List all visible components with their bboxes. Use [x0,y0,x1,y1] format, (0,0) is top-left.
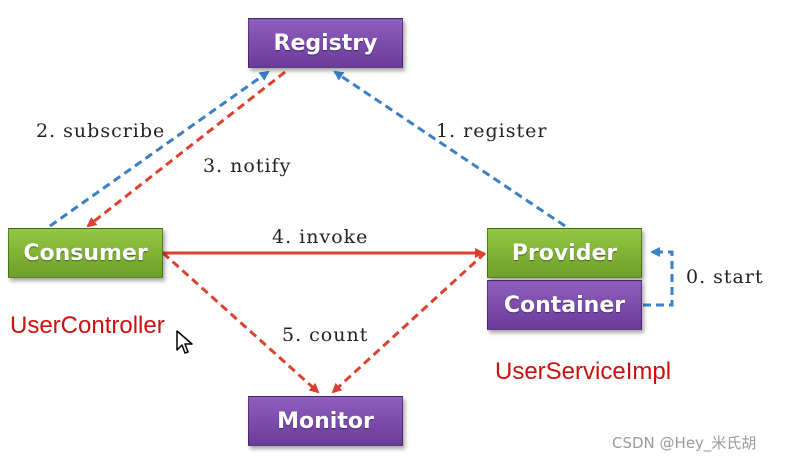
watermark: CSDN @Hey_米氏胡 [612,434,757,452]
edge-subscribe [49,70,270,228]
container-node: Container [487,280,642,330]
edge-label-subscribe: 2. subscribe [36,120,166,142]
consumer-impl-label: UserController [10,312,165,339]
consumer-node: Consumer [8,228,163,278]
edge-count-consumer [161,251,320,394]
edge-label-count: 5. count [282,324,369,346]
provider-impl-label: UserServiceImpl [495,358,672,385]
provider-node: Provider [487,228,642,278]
monitor-node: Monitor [248,396,403,446]
edge-label-invoke: 4. invoke [272,226,369,248]
edge-start [643,247,674,307]
edge-notify [86,70,286,228]
edge-label-notify: 3. notify [203,155,292,177]
edge-label-start: 0. start [686,266,764,288]
edge-label-register: 1. register [436,120,548,142]
registry-node: Registry [248,18,403,68]
mouse-cursor-icon [176,330,193,354]
edge-count-provider [331,251,487,394]
edge-register [333,70,566,228]
